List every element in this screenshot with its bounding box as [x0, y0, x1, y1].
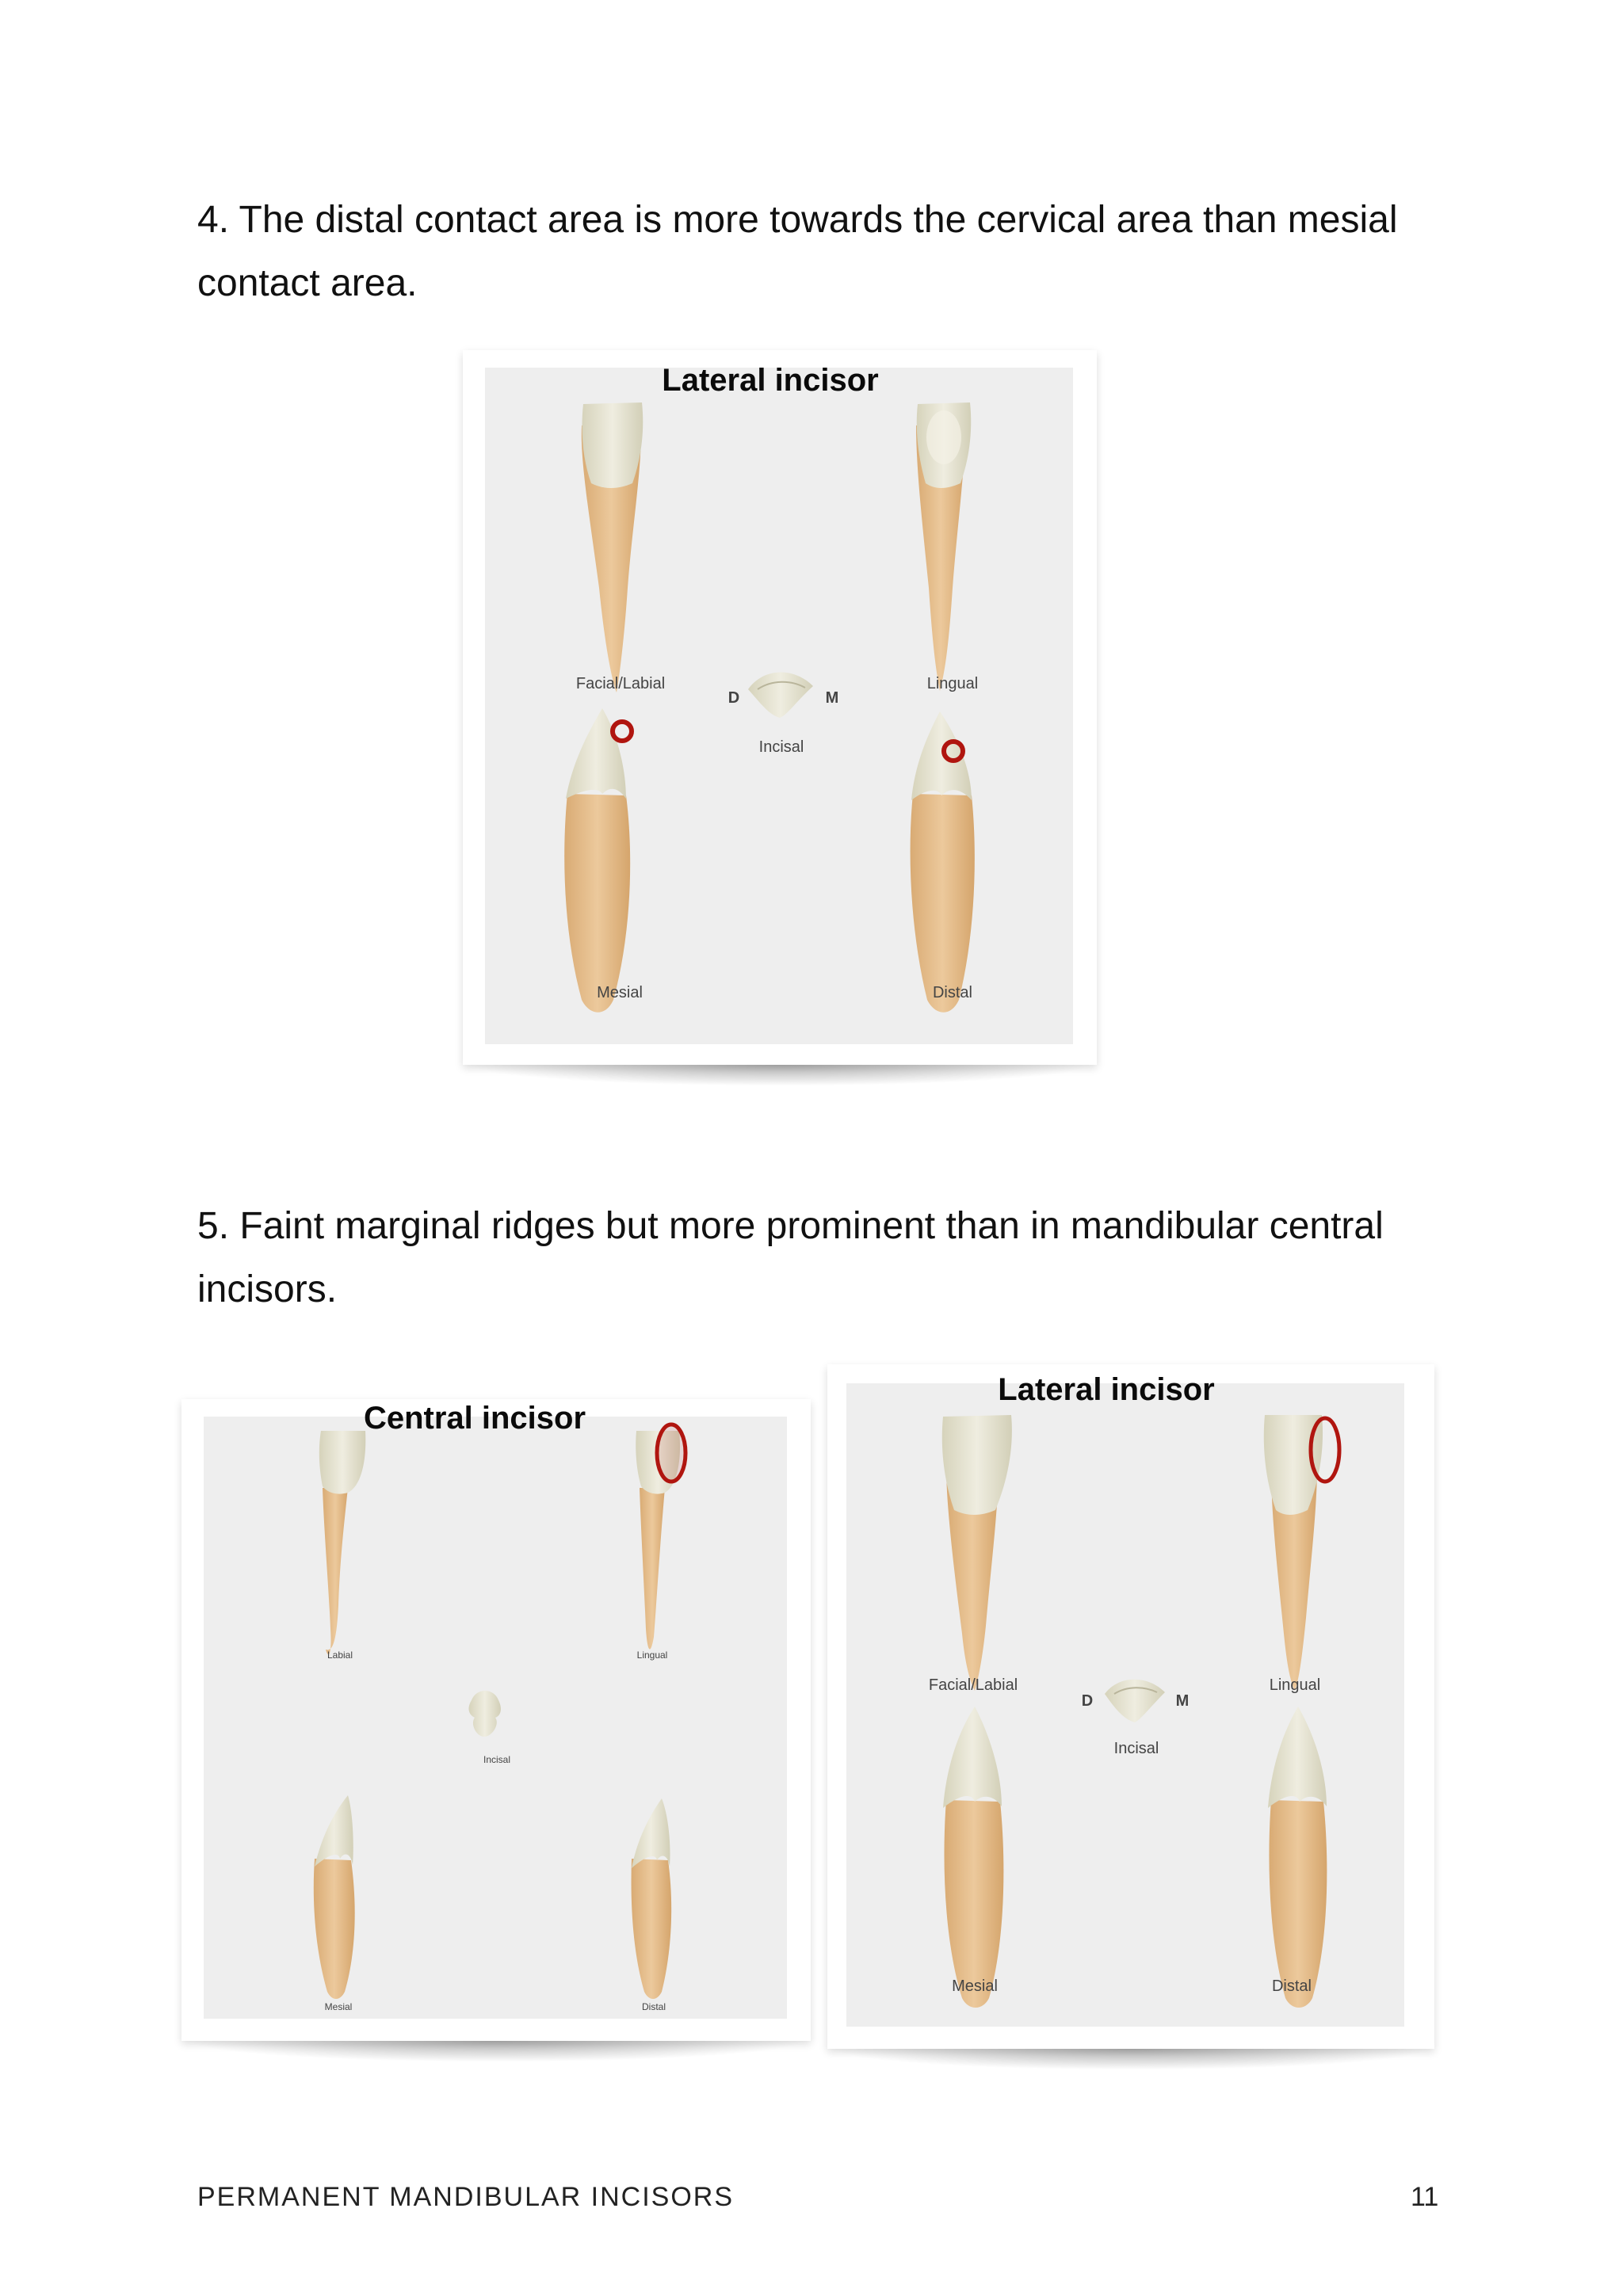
label-m: M [1175, 1692, 1190, 1710]
tooth-illustrations [564, 402, 975, 1013]
highlight-distal-contact [941, 739, 965, 763]
tooth-distal-view [1268, 1707, 1327, 2008]
tooth-distal-view [631, 1798, 672, 1999]
figure-title: Central incisor [363, 1401, 586, 1436]
page-number: 11 [1411, 2182, 1439, 2212]
label-distal: Distal [932, 984, 973, 1001]
highlight-marginal-ridge [1308, 1416, 1342, 1484]
paragraph-item-5: 5. Faint marginal ridges but more promin… [197, 1205, 1384, 1310]
label-mesial: Mesial [324, 2001, 353, 2012]
tooth-illustrations [313, 1422, 688, 1999]
label-mesial: Mesial [952, 1978, 998, 1995]
label-d: D [727, 689, 740, 707]
tooth-illustrations [941, 1415, 1342, 2008]
tooth-incisal-view [748, 672, 813, 718]
tooth-lingual-view [916, 402, 972, 691]
label-labial: Labial [327, 1650, 353, 1661]
tooth-lingual-view [1263, 1415, 1323, 1691]
footer-section-title: PERMANENT MANDIBULAR INCISORS [197, 2182, 735, 2212]
label-m: M [825, 689, 839, 707]
highlight-mesial-contact [610, 719, 634, 743]
label-mesial: Mesial [597, 984, 643, 1001]
label-facial: Facial/Labial [575, 675, 666, 692]
label-d: D [1081, 1692, 1094, 1710]
label-lingual: Lingual [636, 1650, 668, 1661]
tooth-labial-view [319, 1431, 366, 1655]
label-distal: Distal [641, 2001, 666, 2012]
figure-title: Lateral incisor [662, 363, 879, 398]
label-lingual: Lingual [926, 675, 979, 692]
paragraph-item-4: 4. The distal contact area is more towar… [197, 199, 1398, 304]
figure-lateral-incisor-contact: Lateral incisor [463, 350, 1097, 1085]
tooth-mesial-view [943, 1707, 1004, 2008]
tooth-incisal-view [1105, 1679, 1165, 1722]
figure-title: Lateral incisor [998, 1372, 1215, 1407]
tooth-incisal-view [468, 1691, 501, 1737]
tooth-facial-view [581, 402, 643, 692]
label-incisal: Incisal [483, 1754, 511, 1765]
label-distal: Distal [1271, 1978, 1312, 1995]
label-incisal: Incisal [758, 738, 804, 756]
highlight-marginal-ridge [655, 1422, 688, 1484]
label-facial: Facial/Labial [928, 1676, 1018, 1694]
label-incisal: Incisal [1113, 1740, 1159, 1757]
tooth-facial-view [941, 1415, 1012, 1691]
tooth-mesial-view [313, 1795, 355, 1999]
tooth-distal-view [910, 711, 975, 1013]
label-lingual: Lingual [1269, 1676, 1321, 1694]
tooth-mesial-view [564, 708, 631, 1013]
figure-lateral-incisor-ridges: Lateral incisor [827, 1364, 1434, 2069]
figure-central-incisor: Central incisor [181, 1399, 811, 2061]
